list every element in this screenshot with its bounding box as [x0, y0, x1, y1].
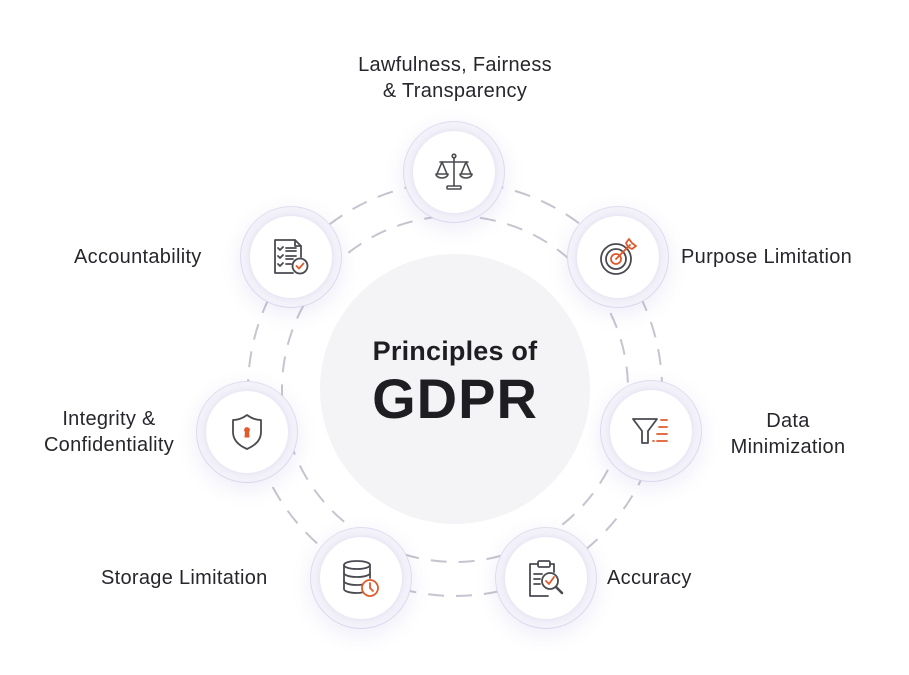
scales-of-justice-icon: [435, 153, 473, 190]
node-storage-limitation: [311, 528, 411, 628]
node-data-minimization: [601, 381, 701, 481]
shield-lock-icon: [232, 414, 262, 450]
label-line-2: & Transparency: [382, 80, 528, 102]
node-accuracy: [496, 528, 596, 628]
label-line-2: Minimization: [730, 436, 846, 458]
label-storage-limitation: Storage Limitation: [101, 567, 268, 589]
node-integrity-confidentiality: [197, 382, 297, 482]
label-purpose-limitation: Purpose Limitation: [681, 246, 853, 268]
diagram-title: Principles of GDPR: [320, 336, 590, 431]
clipboard-magnifier-check-icon: [529, 560, 564, 597]
label-accuracy: Accuracy: [607, 567, 692, 589]
label-line-2: Confidentiality: [43, 434, 175, 456]
label-line-1: Lawfulness, Fairness: [358, 54, 552, 76]
label-integrity-confidentiality: Integrity & Confidentiality: [28, 406, 190, 458]
label-data-minimization: Data Minimization: [718, 408, 858, 460]
funnel-filter-icon: [632, 418, 668, 444]
label-accountability: Accountability: [74, 246, 202, 268]
node-purpose-limitation: [568, 207, 668, 307]
label-line-1: Integrity &: [62, 408, 156, 430]
node-lawfulness: [404, 122, 504, 222]
label-line-1: Data: [766, 410, 810, 432]
target-arrow-icon: [600, 238, 637, 275]
database-clock-icon: [343, 560, 379, 597]
node-accountability: [241, 207, 341, 307]
checklist-document-icon: [274, 239, 309, 275]
title-line-2: GDPR: [372, 367, 538, 430]
center-circle: [320, 254, 590, 524]
label-lawfulness: Lawfulness, Fairness & Transparency: [348, 52, 562, 104]
title-line-1: Principles of: [372, 336, 538, 366]
